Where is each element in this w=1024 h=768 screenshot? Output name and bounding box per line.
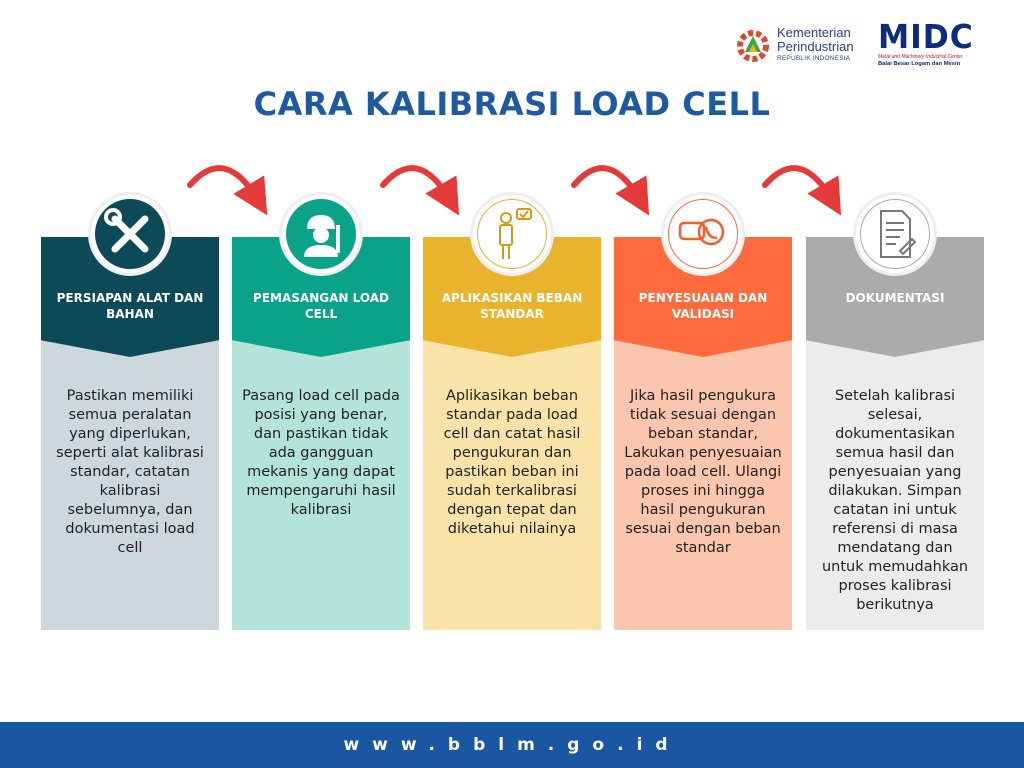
step-body-bg [614,340,792,630]
step-heading: PERSIAPAN ALAT DAN BAHAN [56,291,204,321]
midc-logo: MIDC Metal and Machinery Industrial Cent… [878,20,978,70]
document-icon [853,192,937,276]
kemenperin-line3: REPUBLIK INDONESIA [777,55,851,62]
step-body-bg [806,340,984,630]
step-body-bg [232,340,410,630]
footer-bar: www.bblm.go.id [0,722,1024,768]
person-checklist-icon [470,192,554,276]
kemenperin-line1: Kementerian [777,25,851,40]
step-description: Pastikan memiliki semua peralatan yang d… [56,388,204,556]
step-dokumentasi: DOKUMENTASI Setelah kalibrasi selesai, d… [806,192,984,630]
footer-url: www.bblm.go.id [343,735,681,755]
step-body-bg [41,340,219,630]
step-penyesuaian: PENYESUAIAN DAN VALIDASI Jika hasil peng… [614,192,792,630]
step-persiapan: PERSIAPAN ALAT DAN BAHAN Pastikan memili… [41,192,219,630]
arrow-3-icon [571,165,650,216]
midc-wordmark: MIDC [878,17,974,56]
step-pemasangan: PEMASANGAN LOAD CELL Pasang load cell pa… [232,192,410,630]
step-description: Jika hasil pengukura tidak sesuai dengan… [624,388,782,556]
step-heading: DOKUMENTASI [845,291,945,305]
arrow-2-icon [380,165,460,216]
step-body-bg [423,340,601,630]
midc-subtitle-2: Balai Besar Logam dan Mesin [878,61,961,67]
arrow-1-icon [187,165,268,216]
midc-subtitle-1: Metal and Machinery Industrial Center [878,54,963,60]
step-heading: PEMASANGAN LOAD CELL [253,291,389,321]
step-description: Aplikasikan beban standar pada load cell… [443,388,581,537]
phone-support-icon [661,192,745,276]
tools-icon [88,192,172,276]
step-heading: PENYESUAIAN DAN VALIDASI [638,291,768,321]
kemenperin-line2: Perindustrian [777,39,854,54]
page-title: CARA KALIBRASI LOAD CELL [253,85,771,123]
step-description: Pasang load cell pada posisi yang benar,… [242,388,400,518]
step-description: Setelah kalibrasi selesai, dokumentasika… [821,388,969,613]
step-heading: APLIKASIKAN BEBAN STANDAR [441,291,583,321]
kemenperin-logo: Kementerian Perindustrian REPUBLIK INDON… [733,24,854,68]
kemenperin-gear-icon [737,30,769,62]
worker-icon [279,192,363,276]
arrow-4-icon [762,165,842,216]
step-aplikasikan: APLIKASIKAN BEBAN STANDAR Aplikasikan be… [423,192,601,630]
